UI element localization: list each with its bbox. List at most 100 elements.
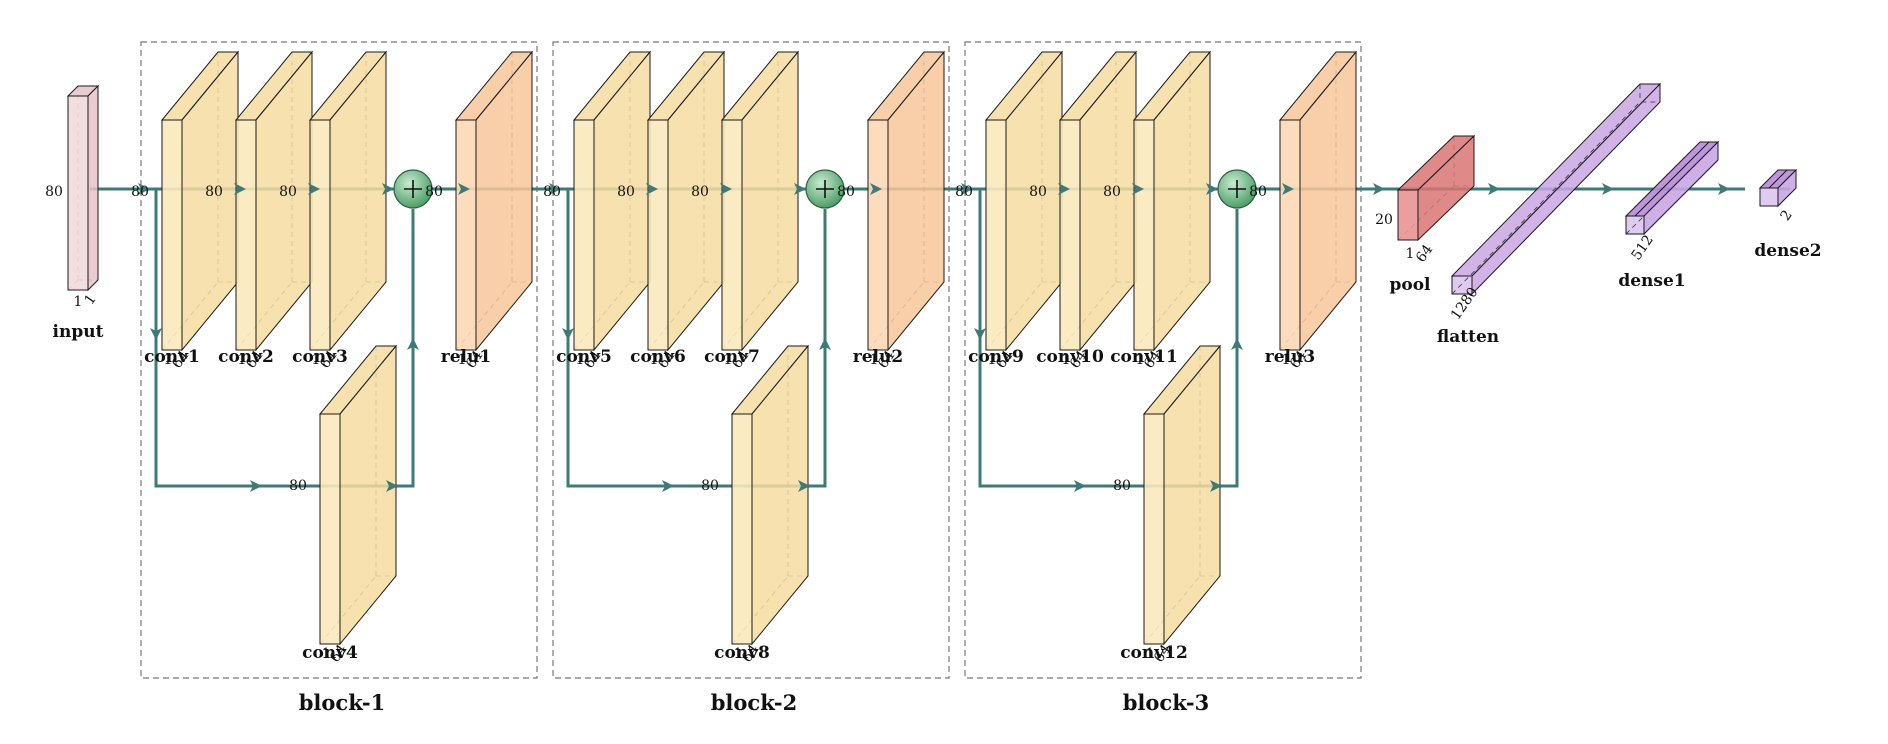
- conv10-height-label: 80: [1029, 184, 1047, 200]
- main-flow-arrow-10: [870, 183, 882, 195]
- main-flow-arrow-6: [549, 183, 561, 195]
- conv7-height-label: 80: [691, 184, 709, 200]
- conv2-block: [234, 50, 314, 352]
- pool-d2-label: 64: [1413, 242, 1436, 266]
- relu3-height-label: 80: [1249, 184, 1267, 200]
- conv1-block: [160, 50, 240, 352]
- block-1-label: block-1: [299, 690, 385, 715]
- plus-icon: [1228, 180, 1246, 198]
- main-flow-arrow-13: [1132, 183, 1144, 195]
- conv9-height-label: 80: [955, 184, 973, 200]
- conv11-label: conv11: [1110, 347, 1178, 367]
- pool-label: pool: [1389, 275, 1431, 295]
- main-flow-arrow-15: [1282, 183, 1294, 195]
- residual-up-arrow-3: [1231, 338, 1243, 350]
- plus-icon: [816, 180, 834, 198]
- block-2-label: block-2: [711, 690, 797, 715]
- conv6-block: [646, 50, 726, 352]
- residual-right-arrow-b-1: [386, 480, 398, 492]
- conv9-label: conv9: [968, 347, 1024, 367]
- dense2-label: dense2: [1754, 241, 1821, 261]
- add-node-1: [393, 169, 433, 209]
- conv11-height-label: 80: [1103, 184, 1121, 200]
- relu1-height-label: 80: [425, 184, 443, 200]
- conv6-label: conv6: [630, 347, 686, 367]
- relu1-label: relu1: [441, 347, 491, 367]
- conv4-height-label: 80: [289, 478, 307, 494]
- conv11-d1-label: 1: [1136, 352, 1145, 368]
- conv7-block: [720, 50, 800, 352]
- conv8-d1-label: 1: [734, 646, 743, 662]
- conv9-block: [984, 50, 1064, 352]
- relu2-label: relu2: [853, 347, 903, 367]
- main-flow-arrow-5: [458, 183, 470, 195]
- main-flow-arrow-12: [1058, 183, 1070, 195]
- input-block: [66, 84, 100, 292]
- conv10-label: conv10: [1036, 347, 1104, 367]
- conv7-label: conv7: [704, 347, 760, 367]
- flatten-label: flatten: [1437, 327, 1499, 347]
- main-flow-arrow-11: [961, 183, 973, 195]
- main-flow-arrow-19: [1718, 183, 1730, 195]
- block-3-label: block-3: [1123, 690, 1209, 715]
- input-height-label: 80: [45, 184, 63, 200]
- main-flow-arrow-7: [646, 183, 658, 195]
- main-flow-arrow-17: [1488, 183, 1500, 195]
- conv1-height-label: 80: [131, 184, 149, 200]
- residual-right-arrow-b-2: [798, 480, 810, 492]
- main-flow-arrow-18: [1602, 183, 1614, 195]
- main-flow-arrow-9: [794, 183, 806, 195]
- conv12-block: [1142, 344, 1222, 646]
- input-d2-label: 1: [82, 291, 100, 307]
- main-flow-arrow-14: [1206, 183, 1218, 195]
- conv8-height-label: 80: [701, 478, 719, 494]
- relu2-d1-label: 1: [870, 352, 879, 368]
- dense1-d1-label: 512: [1629, 232, 1657, 263]
- conv11-block: [1132, 50, 1212, 352]
- conv10-d1-label: 1: [1062, 352, 1071, 368]
- conv2-label: conv2: [218, 347, 274, 367]
- conv5-label: conv5: [556, 347, 612, 367]
- conv8-label: conv8: [714, 643, 770, 663]
- add-node-2: [805, 169, 845, 209]
- conv2-d1-label: 1: [238, 352, 247, 368]
- residual-right-arrow-b-3: [1210, 480, 1222, 492]
- relu1-block: [454, 50, 534, 352]
- relu3-label: relu3: [1265, 347, 1315, 367]
- main-flow-arrow-8: [720, 183, 732, 195]
- pool-block: [1396, 134, 1476, 242]
- flatten-block: [1450, 82, 1662, 296]
- conv9-d1-label: 1: [988, 352, 997, 368]
- residual-down-arrow-1: [150, 328, 162, 340]
- conv4-label: conv4: [302, 643, 358, 663]
- residual-right-arrow-a-3: [1074, 480, 1086, 492]
- conv3-label: conv3: [292, 347, 348, 367]
- residual-up-arrow-2: [819, 338, 831, 350]
- main-flow-arrow-16: [1373, 183, 1385, 195]
- dense2-d1-label: 2: [1778, 207, 1796, 223]
- conv6-height-label: 80: [617, 184, 635, 200]
- block-1-frame: [140, 41, 538, 679]
- conv2-height-label: 80: [205, 184, 223, 200]
- relu3-d1-label: 1: [1282, 352, 1291, 368]
- block-3-frame: [964, 41, 1362, 679]
- main-flow-arrow-4: [382, 183, 394, 195]
- input-label: input: [53, 322, 104, 342]
- pool-height-label: 20: [1375, 212, 1393, 228]
- plus-icon: [404, 180, 422, 198]
- main-flow-arrow-3: [308, 183, 320, 195]
- conv6-d1-label: 1: [650, 352, 659, 368]
- relu1-d1-label: 1: [458, 352, 467, 368]
- conv5-block: [572, 50, 652, 352]
- main-flow-arrow-1: [138, 183, 150, 195]
- conv4-block: [318, 344, 398, 646]
- conv5-d1-label: 1: [576, 352, 585, 368]
- conv1-label: conv1: [144, 347, 200, 367]
- residual-down-arrow-3: [974, 328, 986, 340]
- conv5-height-label: 80: [543, 184, 561, 200]
- conv7-d1-label: 1: [724, 352, 733, 368]
- conv8-block: [730, 344, 810, 646]
- dense1-block: [1624, 140, 1720, 236]
- conv4-d1-label: 1: [322, 646, 331, 662]
